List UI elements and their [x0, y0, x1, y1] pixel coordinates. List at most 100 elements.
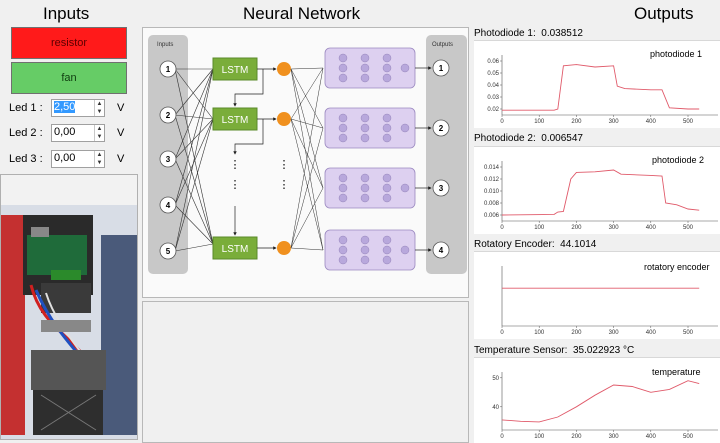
temperature-readout: Temperature Sensor: 35.022923 °C: [474, 345, 634, 356]
ellipsis-dense-2: ⋮: [279, 179, 290, 191]
input-node-3: [159, 150, 177, 168]
x-tick-label: 100: [534, 434, 545, 440]
led-3-label: Led 3 :: [9, 153, 43, 165]
photodiode-2-value: 0.006547: [541, 133, 583, 144]
series-line: [502, 64, 700, 111]
subnet-4: [324, 229, 416, 271]
input-node-5-label: 5: [166, 247, 171, 256]
led-2-spinbox[interactable]: 0,00 ▲▼: [51, 124, 105, 142]
led-2-value[interactable]: 0,00: [54, 126, 76, 138]
photodiode-1-label: Photodiode 1:: [474, 28, 536, 39]
device-photo: [0, 174, 138, 440]
led-1-spin-arrows[interactable]: ▲▼: [94, 100, 104, 116]
x-tick-label: 200: [571, 119, 582, 125]
plot-encoder-title: rotatory encoder: [644, 262, 710, 272]
y-tick-label: 0.012: [484, 177, 500, 183]
input-node-1-label: 1: [166, 65, 171, 74]
y-tick-label: 50: [492, 376, 499, 382]
led-3-row: Led 3 : 0,00 ▲▼ V: [9, 150, 134, 168]
x-tick-label: 200: [571, 330, 582, 336]
outputs-title: Outputs: [634, 4, 694, 23]
y-tick-label: 0.006: [484, 213, 500, 219]
x-tick-label: 400: [646, 119, 657, 125]
output-node-2-label: 2: [439, 124, 444, 133]
series-line: [501, 169, 700, 216]
dense-node-3: [277, 241, 291, 255]
inputs-band-label: Inputs: [157, 42, 173, 48]
output-nodes: 1 2 3 4: [432, 59, 450, 259]
x-tick-label: 500: [683, 330, 694, 336]
temperature-value: 35.022923 °C: [572, 345, 635, 356]
photodiode-2-label: Photodiode 2:: [474, 133, 536, 144]
led-2-row: Led 2 : 0,00 ▲▼ V: [9, 124, 134, 142]
output-node-1-label: 1: [439, 64, 444, 73]
y-tick-label: 0.03: [487, 95, 499, 101]
x-tick-label: 200: [571, 225, 582, 231]
resistor-button[interactable]: resistor: [11, 27, 127, 59]
y-tick-label: 0.06: [487, 59, 499, 65]
temperature-label: Temperature Sensor:: [474, 345, 568, 356]
input-node-3-label: 3: [166, 155, 171, 164]
led-3-spinbox[interactable]: 0,00 ▲▼: [51, 150, 105, 168]
y-tick-label: 0.010: [484, 189, 500, 195]
lstm-cell-3-label: LSTM: [222, 244, 249, 255]
x-tick-label: 100: [534, 119, 545, 125]
input-node-4: [159, 196, 177, 214]
x-tick-label: 0: [500, 434, 504, 440]
dense-node-1: [277, 62, 291, 76]
output-subnets: [324, 47, 416, 271]
x-tick-label: 100: [534, 225, 545, 231]
subnet-2: [324, 107, 416, 149]
input-node-1: [159, 60, 177, 78]
photodiode-1-value: 0.038512: [541, 28, 583, 39]
led-2-spin-arrows[interactable]: ▲▼: [94, 125, 104, 141]
y-tick-label: 40: [492, 405, 499, 411]
plot-temperature-title: temperature: [652, 367, 701, 377]
output-node-4-label: 4: [439, 246, 444, 255]
series-line: [501, 380, 700, 423]
x-tick-label: 500: [683, 434, 694, 440]
output-node-4: [432, 241, 450, 259]
input-node-4-label: 4: [166, 201, 171, 210]
photodiode-1-readout: Photodiode 1: 0.038512: [474, 28, 583, 39]
network-title: Neural Network: [243, 4, 361, 23]
x-tick-label: 400: [646, 225, 657, 231]
led-3-value[interactable]: 0,00: [54, 152, 76, 164]
x-tick-label: 0: [500, 225, 504, 231]
x-tick-label: 500: [683, 119, 694, 125]
lstm-cells: LSTM LSTM LSTM: [212, 57, 258, 260]
inputs-title: Inputs: [43, 4, 90, 23]
input-nodes: 1 2 3 4 5: [159, 60, 177, 260]
led-1-spinbox[interactable]: 2,50 ▲▼: [51, 99, 105, 117]
x-tick-label: 200: [571, 434, 582, 440]
photodiode-2-readout: Photodiode 2: 0.006547: [474, 133, 583, 144]
dense-node-2: [277, 112, 291, 126]
y-tick-label: 0.02: [487, 107, 499, 113]
fan-button[interactable]: fan: [11, 62, 127, 94]
output-node-1: [432, 59, 450, 77]
input-node-2: [159, 106, 177, 124]
x-tick-label: 300: [609, 119, 620, 125]
led-3-spin-arrows[interactable]: ▲▼: [94, 151, 104, 167]
x-tick-label: 500: [683, 225, 694, 231]
lstm-cell-1-label: LSTM: [222, 65, 249, 76]
led-1-value[interactable]: 2,50: [54, 101, 76, 113]
lstm-cell-2-label: LSTM: [222, 115, 249, 126]
encoder-value: 44.1014: [560, 239, 597, 250]
led-1-row: Led 1 : 2,50 ▲▼ V: [9, 99, 134, 117]
plot-photodiode-1-title: photodiode 1: [650, 49, 703, 59]
subnet-1: [324, 47, 416, 89]
ellipsis-dense-1: ⋮: [279, 159, 290, 171]
x-tick-label: 100: [534, 330, 545, 336]
encoder-readout: Rotatory Encoder: 44.1014: [474, 239, 596, 250]
output-node-2: [432, 119, 450, 137]
ellipsis-lstm-1: ⋮: [230, 159, 241, 171]
plot-photodiode-2-title: photodiode 2: [652, 155, 705, 165]
